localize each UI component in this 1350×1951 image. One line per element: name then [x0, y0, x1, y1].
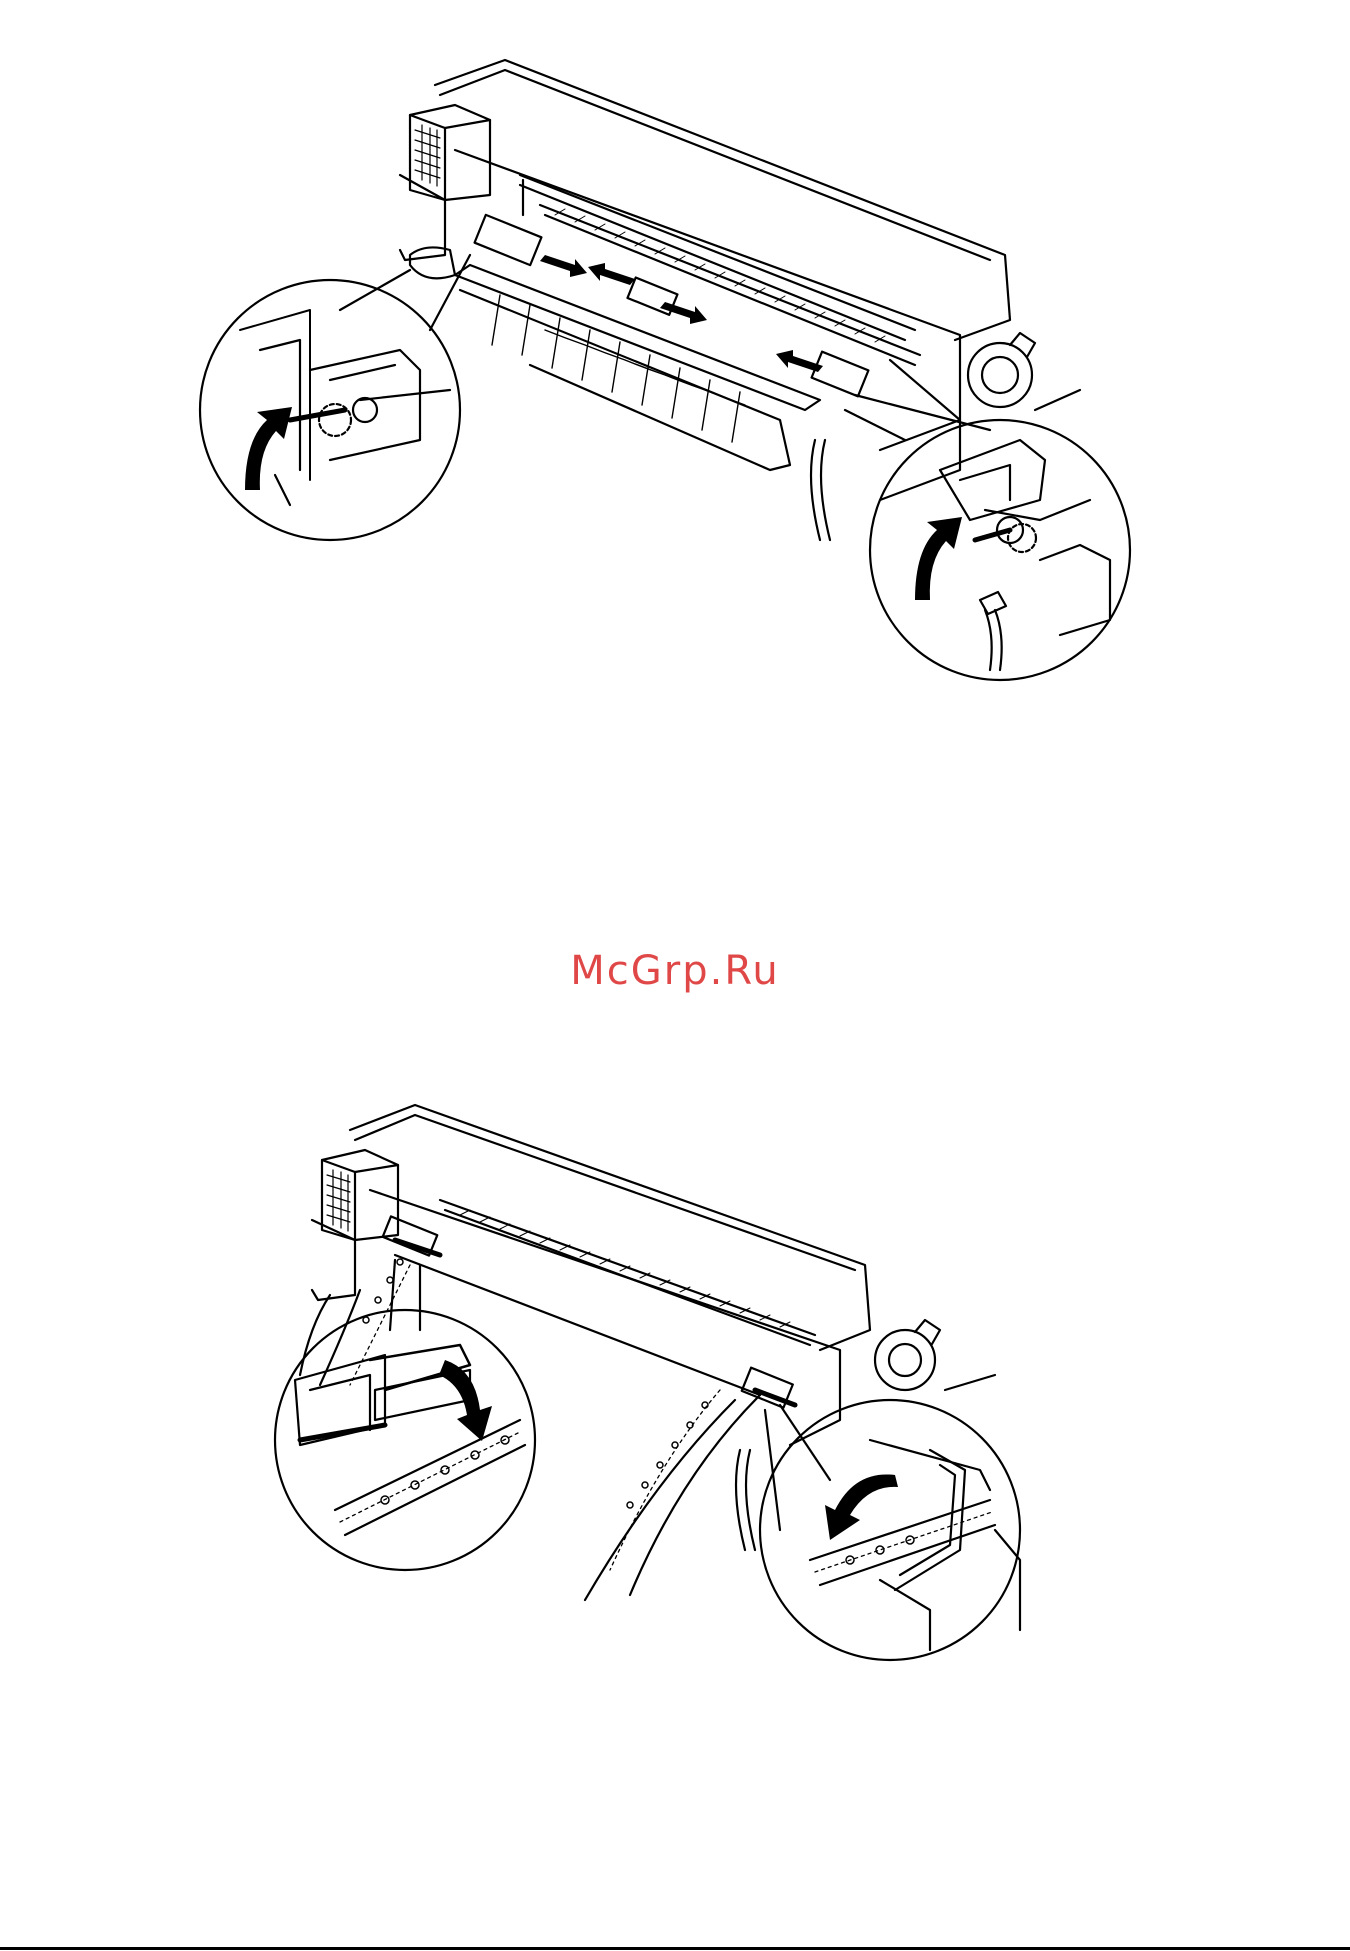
- magnifier-callout-icon: [390, 1260, 395, 1330]
- curved-close-arrow-icon: [439, 1360, 492, 1441]
- watermark-text: McGrp.Ru: [0, 948, 1350, 994]
- magnifier-callout-icon: [340, 270, 410, 310]
- page-footer-rule: [0, 1947, 1350, 1950]
- paper-load-illustration: [0, 1090, 1350, 1740]
- printer-icon: [0, 1090, 1350, 1740]
- tractor-adjust-illustration: [0, 0, 1350, 700]
- curved-up-arrow-icon: [245, 407, 292, 490]
- double-arrow-icon: [540, 255, 823, 372]
- printer-icon: [0, 0, 1350, 700]
